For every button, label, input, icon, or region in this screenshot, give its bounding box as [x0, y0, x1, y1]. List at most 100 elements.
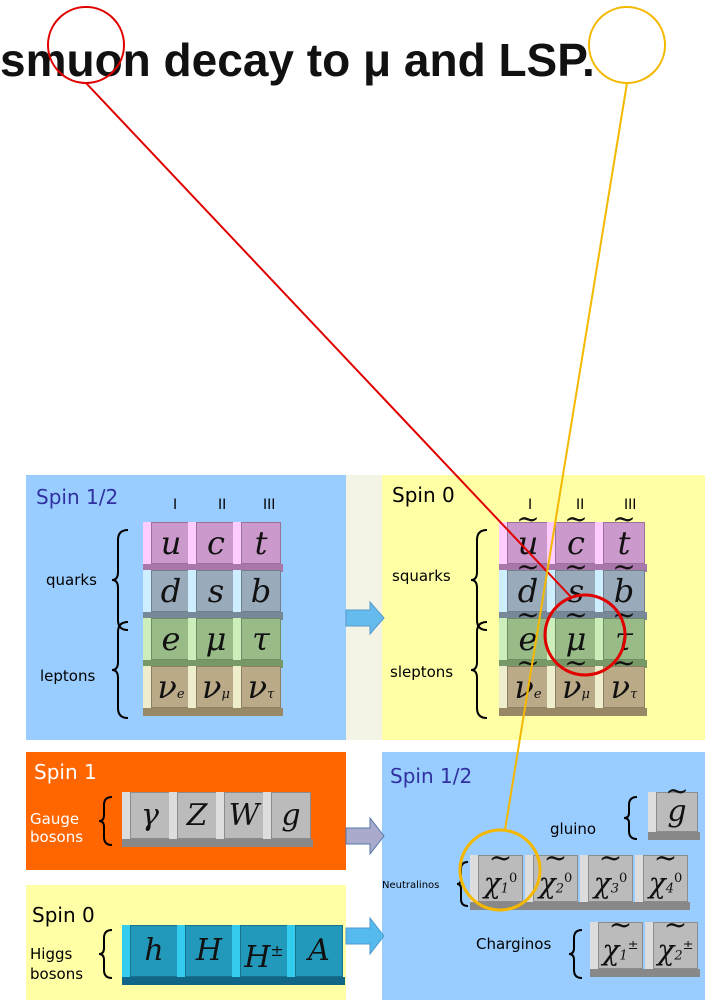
- particle-symbol: W: [228, 798, 260, 833]
- neutralino-cell: χ40~: [635, 841, 690, 910]
- superpartner-tilde: ~: [516, 550, 540, 583]
- particle-superscript: 0: [563, 871, 573, 886]
- separator-strip: [346, 475, 382, 740]
- higgs-boson-cell: H±: [232, 925, 290, 985]
- neutralino-cell: χ10~: [470, 841, 525, 910]
- particle-symbol: τ: [252, 620, 270, 658]
- particle-symbol: e: [161, 620, 181, 658]
- particle-superscript: 0: [673, 871, 683, 886]
- charginos-label: Charginos: [476, 935, 552, 953]
- particle-subscript: 1: [500, 881, 509, 897]
- higgs-boson-cell: A: [287, 925, 345, 985]
- particle-symbol: νμ: [202, 668, 230, 706]
- panel-title: Spin 1/2: [36, 485, 119, 509]
- panel-title: Spin 1: [34, 760, 97, 784]
- particle-symbol: b: [250, 572, 272, 610]
- generation-label: I: [173, 497, 178, 513]
- fermion-cell: s: [188, 570, 238, 620]
- superpartner-tilde: ~: [564, 502, 588, 535]
- fermion-cell: νe: [143, 666, 193, 716]
- particle-symbol: g: [667, 794, 687, 829]
- gluino-cell: g~: [648, 774, 700, 840]
- arrow-gauge: [345, 816, 385, 856]
- particle-symbol: c: [207, 524, 225, 562]
- superpartner-tilde: ~: [665, 774, 689, 807]
- particle-subscript: 2: [674, 948, 683, 964]
- generation-label: III: [263, 497, 276, 513]
- chargino-cell: χ2±~: [645, 908, 700, 977]
- superpartner-tilde: ~: [612, 550, 636, 583]
- particle-symbol: γ: [141, 798, 159, 833]
- panel-title: Spin 1/2: [390, 764, 473, 788]
- superpartner-tilde: ~: [612, 502, 636, 535]
- particle-symbol: ντ: [247, 668, 275, 706]
- particle-superscript: ±: [627, 938, 639, 953]
- neutralino-cell: χ30~: [580, 841, 635, 910]
- particle-symbol: s: [207, 572, 225, 610]
- superpartner-tilde: ~: [612, 598, 636, 631]
- superpartner-tilde: ~: [663, 908, 688, 941]
- fermion-cell: τ: [233, 618, 283, 668]
- particle-symbol: χ30: [593, 866, 628, 900]
- particle-subscript: 3: [610, 881, 619, 897]
- neutralinos-label: Neutralinos: [382, 880, 440, 891]
- particle-symbol: μ: [205, 620, 227, 658]
- particle-symbol: H: [195, 933, 223, 968]
- sfermion-cell: νμ~: [547, 646, 599, 716]
- particle-superscript: ±: [682, 938, 694, 953]
- sfermion-cell: νe~: [499, 646, 551, 716]
- higgs-boson-cell: h: [122, 925, 180, 985]
- gluino-label: gluino: [550, 820, 597, 838]
- superpartner-tilde: ~: [516, 598, 540, 631]
- higgs-label-line2: bosons: [30, 965, 84, 983]
- generation-label: II: [218, 497, 227, 513]
- particle-superscript: 0: [618, 871, 628, 886]
- particle-subscript: τ: [267, 687, 275, 702]
- particle-symbol: t: [254, 524, 268, 562]
- gauge-boson-cell: Z: [169, 792, 219, 847]
- fermion-cell: u: [143, 522, 193, 572]
- particle-subscript: μ: [581, 687, 590, 702]
- superpartner-tilde: ~: [564, 598, 588, 631]
- particle-symbol: h: [144, 933, 164, 968]
- superpartner-tilde: ~: [564, 646, 588, 679]
- sleptons-label: sleptons: [390, 663, 454, 681]
- superpartner-tilde: ~: [488, 841, 513, 874]
- particle-subscript: 4: [665, 881, 674, 897]
- chargino-cell: χ1±~: [590, 908, 645, 977]
- particle-symbol: A: [308, 933, 330, 968]
- particle-symbol: νe: [157, 668, 185, 706]
- sfermion-cell: ντ~: [595, 646, 647, 716]
- particle-symbol: χ40: [648, 866, 683, 900]
- superpartner-tilde: ~: [612, 646, 636, 679]
- fermion-cell: νμ: [188, 666, 238, 716]
- neutralino-cell: χ20~: [525, 841, 580, 910]
- particle-subscript: τ: [630, 687, 638, 702]
- superpartner-tilde: ~: [564, 550, 588, 583]
- particle-subscript: e: [533, 687, 542, 702]
- arrow-higgs: [345, 916, 385, 956]
- particle-symbol: Z: [186, 798, 208, 833]
- panel-title: Spin 0: [392, 483, 455, 507]
- fermion-cell: e: [143, 618, 193, 668]
- particle-symbol: χ20: [538, 866, 573, 900]
- fermion-cell: t: [233, 522, 283, 572]
- particle-symbol: g: [281, 798, 301, 833]
- superpartner-tilde: ~: [653, 841, 678, 874]
- panel-title: Spin 0: [32, 903, 95, 927]
- quarks-label: quarks: [46, 571, 97, 589]
- particle-subscript: μ: [221, 687, 230, 702]
- superpartner-tilde: ~: [608, 908, 633, 941]
- particle-symbol: χ1±: [602, 933, 639, 967]
- gauge-boson-cell: γ: [122, 792, 172, 847]
- gauge-boson-cell: g: [263, 792, 313, 847]
- fermion-cell: ντ: [233, 666, 283, 716]
- gauge-label-line2: bosons: [30, 828, 84, 846]
- fermion-cell: d: [143, 570, 193, 620]
- leptons-label: leptons: [40, 667, 96, 685]
- gauge-boson-cell: W: [216, 792, 266, 847]
- particle-symbol: d: [160, 572, 182, 610]
- fermion-cell: μ: [188, 618, 238, 668]
- particle-symbol: H±: [244, 940, 284, 975]
- particle-subscript: 2: [555, 881, 564, 897]
